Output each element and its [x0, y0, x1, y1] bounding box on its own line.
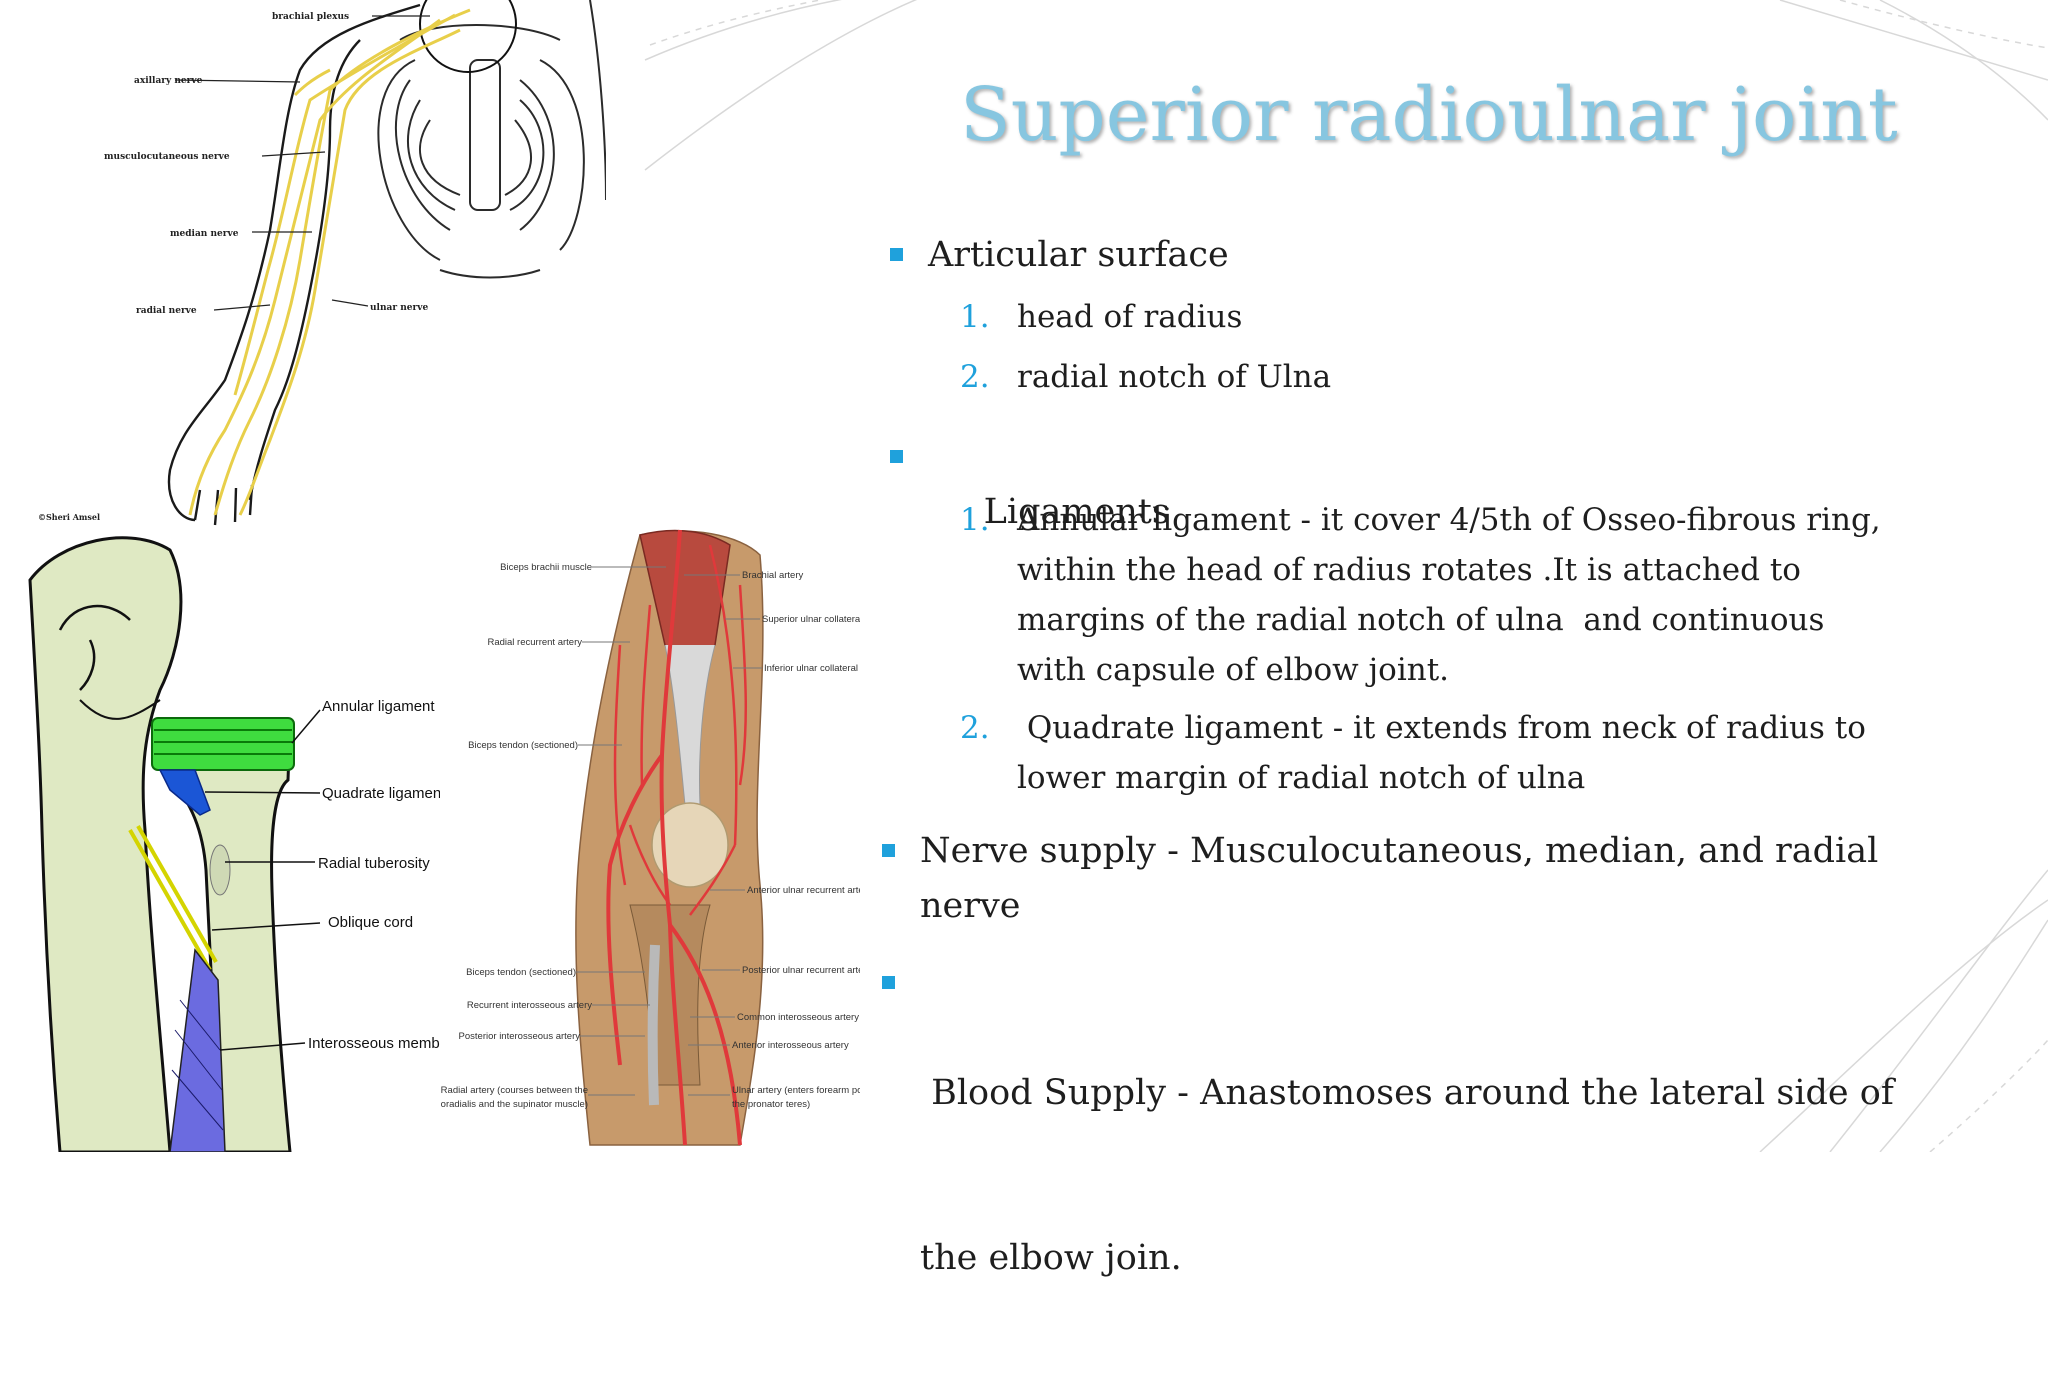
bullet-text: Articular surface: [928, 235, 1229, 275]
label-common-interosseous: Common interosseous artery: [737, 1012, 859, 1023]
nerve-diagram-figure: brachial plexus axillary nerve musculocu…: [0, 0, 606, 530]
label-biceps-brachii: Biceps brachii muscle: [500, 562, 592, 573]
list-number: 1.: [960, 502, 990, 538]
artery-diagram-illustration: Biceps brachii muscle Radial recurrent a…: [440, 529, 860, 1146]
list-item-annular-ligament-line-2: within the head of radius rotates .It is…: [1017, 552, 1801, 588]
label-annular-ligament: Annular ligament: [322, 698, 435, 715]
bullet-line-1: Nerve supply - Musculocutaneous, median,…: [920, 831, 1879, 871]
ligament-diagram-figure: Annular ligament Quadrate ligament Radia…: [20, 530, 460, 1152]
list-number: 2.: [960, 710, 990, 746]
label-radial-artery-line-2: brachioradialis and the supinator muscle…: [440, 1099, 588, 1110]
artery-diagram-figure: Biceps brachii muscle Radial recurrent a…: [440, 525, 860, 1152]
list-item-annular-ligament-line-3: margins of the radial notch of ulna and …: [1017, 602, 1825, 638]
label-quadrate-ligament: Quadrate ligament: [322, 785, 446, 802]
nerve-diagram-illustration: brachial plexus axillary nerve musculocu…: [38, 0, 606, 526]
credit-text: ©Sheri Amsel: [38, 512, 100, 522]
label-radial-tuberosity: Radial tuberosity: [318, 855, 430, 872]
label-interosseous-membrane: Interosseous membra: [308, 1035, 454, 1052]
label-musculocutaneous-nerve: musculocutaneous nerve: [104, 152, 230, 162]
bullet-blood-supply: Blood Supply - Anastomoses around the la…: [882, 956, 1894, 1396]
bullet-nerve-supply: Nerve supply - Musculocutaneous, median,…: [881, 824, 1879, 934]
label-radial-recurrent-artery: Radial recurrent artery: [487, 637, 582, 648]
label-ulnar-artery-line-2: the pronator teres): [732, 1099, 810, 1110]
label-inferior-ulnar-collateral: Inferior ulnar collateral artery: [764, 663, 860, 674]
list-item-head-of-radius: head of radius: [1017, 299, 1243, 335]
label-radial-artery-line-1: Radial artery (courses between the: [441, 1085, 588, 1096]
bullet-line-2: nerve: [920, 886, 1021, 926]
label-biceps-tendon: Biceps tendon (sectioned): [468, 740, 578, 751]
label-anterior-interosseous: Anterior interosseous artery: [732, 1040, 849, 1051]
label-superior-ulnar-collateral: Superior ulnar collateral artery: [762, 614, 860, 625]
bullet-articular-surface: Articular surface: [890, 228, 1229, 283]
background-decoration: [644, 0, 2048, 1152]
bullet-line-1: Blood Supply - Anastomoses around the la…: [920, 1073, 1894, 1113]
label-median-nerve: median nerve: [170, 229, 239, 239]
list-number: 2.: [960, 359, 990, 395]
label-brachial-plexus: brachial plexus: [272, 12, 349, 22]
slide-title: Superior radioulnar joint: [960, 72, 1898, 158]
label-biceps-tendon-2: Biceps tendon (sectioned): [466, 967, 576, 978]
label-brachial-artery: Brachial artery: [742, 570, 803, 581]
label-recurrent-interosseous-artery: Recurrent interosseous artery: [467, 1000, 592, 1011]
list-item-radial-notch: radial notch of Ulna: [1017, 359, 1332, 395]
list-item-annular-ligament-line-4: with capsule of elbow joint.: [1017, 652, 1450, 688]
label-oblique-cord: Oblique cord: [328, 914, 413, 931]
list-item-quadrate-ligament-line-1: Quadrate ligament - it extends from neck…: [1017, 710, 1866, 746]
label-radial-nerve: radial nerve: [136, 306, 197, 316]
ligament-diagram-illustration: Annular ligament Quadrate ligament Radia…: [28, 536, 454, 1152]
bullet-text: Ligaments: [972, 492, 1170, 532]
label-posterior-interosseous-artery: Posterior interosseous artery: [459, 1031, 581, 1042]
label-ulnar-nerve: ulnar nerve: [370, 303, 428, 313]
list-item-annular-ligament-line-1: Annular ligament - it cover 4/5th of Oss…: [1017, 502, 1881, 538]
label-ulnar-artery-line-1: Ulnar artery (enters forearm posterior t…: [732, 1085, 860, 1096]
label-axillary-nerve: axillary nerve: [134, 76, 203, 86]
bullet-line-2: the elbow join.: [920, 1238, 1182, 1278]
list-number: 1.: [960, 299, 990, 335]
bullet-ligaments: Ligaments: [890, 430, 1170, 595]
list-item-quadrate-ligament-line-2: lower margin of radial notch of ulna: [1017, 760, 1586, 796]
label-posterior-ulnar-recurrent: Posterior ulnar recurrent artery: [742, 965, 860, 976]
label-anterior-ulnar-recurrent: Anterior ulnar recurrent artery: [747, 885, 860, 896]
